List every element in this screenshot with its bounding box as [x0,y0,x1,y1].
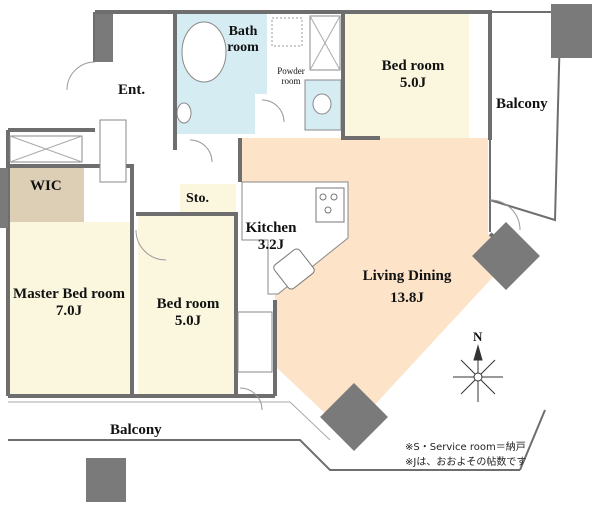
balcony-e-name: Balcony [496,96,548,112]
pillar-sw [86,458,126,502]
master-bedroom-name: Master Bed room [13,286,125,302]
bedroom-ne-floor [343,14,469,138]
bedroom-ne-size: 5.0J [399,75,427,92]
pillar-w [0,168,8,228]
wic-label: WIC [30,178,62,195]
storage-label: Sto. [186,191,209,207]
balcony-e-label: Balcony [496,96,548,113]
bedroom-s-name: Bed room [156,296,220,312]
pillar-s [320,383,388,451]
entrance-label: Ent. [118,82,145,99]
wic-floor [10,168,84,222]
kitchen-name: Kitchen [245,220,297,236]
bedroom-s-size: 5.0J [174,313,202,330]
pillar-nw [95,14,113,62]
master-bedroom-label: Master Bed room 7.0J [6,286,132,321]
sink [273,248,315,290]
bedroom-s-label: Bed room 5.0J [146,296,230,331]
bedroom-s-floor [138,214,236,394]
bath-room-line2: room [227,40,259,56]
master-bedroom-floor [8,222,132,394]
balcony-s-name: Balcony [110,422,162,438]
wic-name: WIC [30,178,62,194]
living-dining-size: 13.8J [390,290,424,307]
powder-room-line2: room [281,76,301,87]
pillar-ne [551,4,592,58]
note-service-room: ※S・Service room＝納戸 [405,442,526,453]
closet-hall [99,119,127,183]
storage-name: Sto. [186,191,209,206]
entrance-name: Ent. [118,82,146,98]
kitchen-label: Kitchen 3.2J [241,220,301,255]
note-jo-size: ※Jは、おおよその帖数です [405,457,527,468]
master-bedroom-size: 7.0J [55,303,83,320]
compass-icon [453,344,503,402]
living-dining-label: Living Dining 13.8J [352,268,462,308]
stove [315,187,345,223]
balcony-s-label: Balcony [110,422,162,439]
living-dining-floor [240,138,516,418]
powder-room-label: Powder room [271,66,311,87]
living-dining-name: Living Dining [362,268,452,284]
bedroom-ne-name: Bed room [381,58,445,74]
closet-s [237,311,273,373]
kitchen-size: 3.2J [257,237,285,254]
bath-room-line1: Bath [228,24,258,39]
bath-room-label: Bath room [218,24,268,56]
bedroom-ne-label: Bed room 5.0J [373,58,453,93]
storage-floor [180,184,236,212]
north-letter: N [473,329,483,344]
compass-north-label: N [473,329,483,345]
powder-room-line1: Powder [277,66,305,76]
